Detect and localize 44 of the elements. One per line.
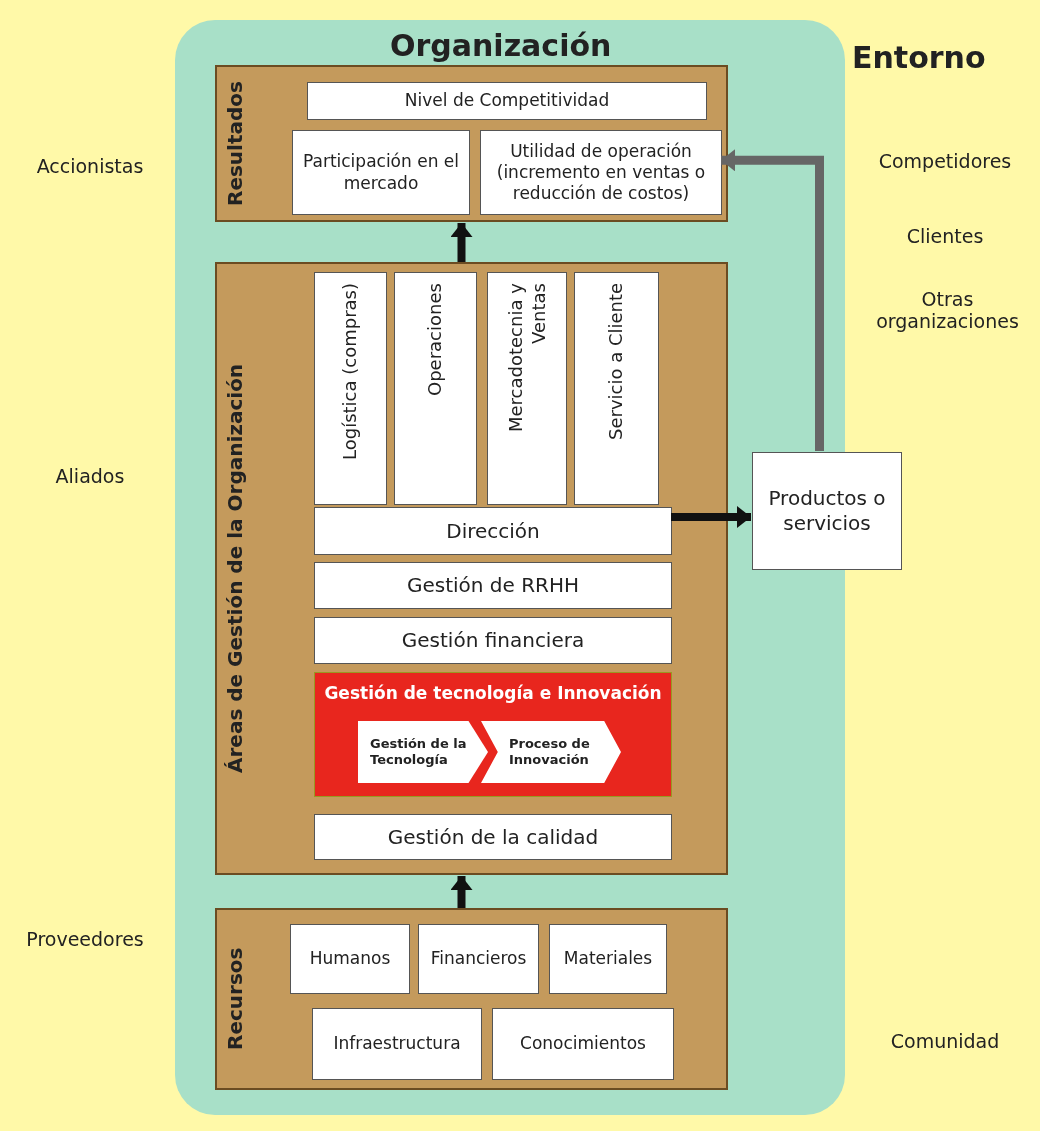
text-box: Financieros [418, 924, 539, 994]
results-panel [215, 65, 728, 222]
innovation-band [314, 672, 672, 797]
text-box: Humanos [290, 924, 410, 994]
resources-panel [215, 908, 728, 1090]
stakeholder-label: Aliados [54, 465, 126, 487]
area-band: Dirección [314, 507, 672, 555]
chevron-step: Gestión de la Tecnología [358, 721, 488, 783]
group-title: Resultados [223, 80, 247, 208]
arrow [450, 223, 473, 262]
column-label: Operaciones [424, 283, 447, 398]
group-title: Áreas de Gestión de la Organización [223, 362, 247, 776]
area-band: Gestión de RRHH [314, 562, 672, 609]
group-title: Recursos [223, 946, 247, 1053]
management-areas-panel [215, 262, 728, 875]
area-column [314, 272, 387, 505]
text-box: Conocimientos [492, 1008, 674, 1080]
text-box: Nivel de Competitividad [307, 82, 707, 120]
area-column [487, 272, 567, 505]
stakeholder-label: Otras organizaciones [875, 288, 1020, 332]
text-box: Materiales [549, 924, 667, 994]
text-box: Utilidad de operación (incremento en ventas o reducción de costos) [480, 130, 722, 215]
chevron-step: Proceso de Innovación [481, 721, 621, 783]
text-box: Participación en el mercado [292, 130, 470, 215]
column-label: Mercadotecnia y Ventas [504, 283, 549, 434]
area-column [394, 272, 477, 505]
column-label: Servicio a Cliente [605, 283, 628, 443]
area-band: Gestión de la calidad [314, 814, 672, 860]
arrow [450, 876, 473, 908]
stakeholder-label: Accionistas [35, 155, 145, 177]
stakeholder-label: Competidores [877, 150, 1013, 172]
stakeholder-label: Proveedores [25, 928, 145, 950]
group-title: Entorno [852, 40, 986, 75]
output-box: Productos o servicios [752, 452, 902, 570]
text-box: Infraestructura [312, 1008, 482, 1080]
group-title: Organización [390, 28, 612, 63]
stakeholder-label: Clientes [905, 225, 985, 247]
area-band: Gestión financiera [314, 617, 672, 664]
group-title: Gestión de tecnología e Innovación [323, 683, 663, 703]
arrow [721, 149, 824, 451]
arrow [671, 506, 751, 528]
column-label: Logística (compras) [339, 283, 362, 462]
stakeholder-label: Comunidad [889, 1030, 1001, 1052]
area-column [574, 272, 659, 505]
